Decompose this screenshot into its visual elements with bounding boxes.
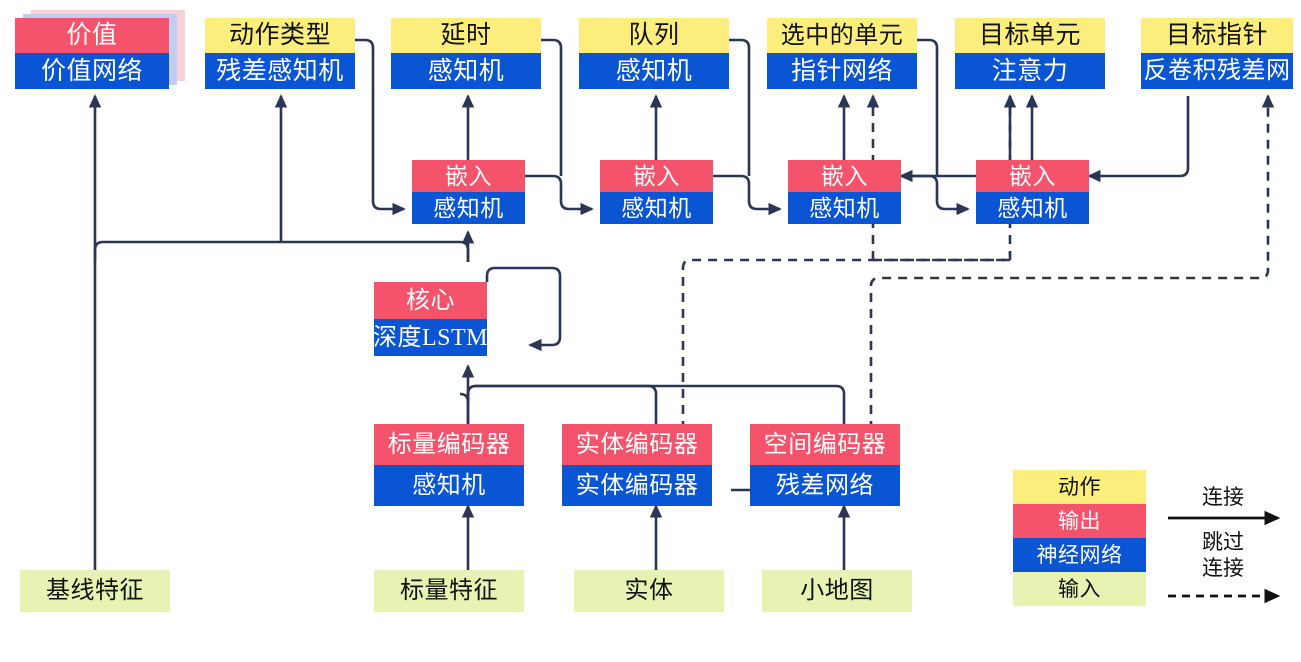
node-selected-units-bottom: 指针网络	[767, 53, 917, 89]
node-action-type-bottom: 残差感知机	[205, 53, 355, 89]
legend-skip-label-line1: 跳过	[1202, 530, 1244, 554]
node-core-bottom: 深度LSTM	[373, 319, 488, 356]
node-value-bottom: 价值网络	[15, 53, 169, 89]
node-spatial-encoder-top: 空间编码器	[750, 424, 900, 465]
node-scalar-encoder-bottom: 感知机	[374, 465, 524, 506]
node-spatial-encoder-bottom: 残差网络	[750, 465, 900, 506]
node-value[interactable]: 价值 价值网络	[15, 10, 185, 90]
node-queue-top: 队列	[579, 18, 729, 53]
node-queue-bottom: 感知机	[579, 53, 729, 89]
node-action-type-top: 动作类型	[205, 18, 355, 53]
legend-skip-label-line2: 连接	[1202, 556, 1244, 580]
node-embed-3-top: 嵌入	[788, 160, 901, 192]
node-embed-1-top: 嵌入	[412, 160, 525, 192]
node-entity-encoder-bottom: 实体编码器	[562, 465, 712, 506]
node-core-top: 核心	[374, 282, 487, 319]
legend-connection-label: 连接	[1202, 485, 1244, 509]
node-delay-bottom: 感知机	[391, 53, 541, 89]
node-embed-4[interactable]: 嵌入 感知机	[976, 160, 1089, 224]
node-scalar-encoder-top: 标量编码器	[374, 424, 524, 465]
node-embed-2-bottom: 感知机	[600, 192, 713, 224]
node-target-unit-bottom: 注意力	[955, 53, 1105, 89]
node-delay-top: 延时	[391, 18, 541, 53]
node-embed-1-bottom: 感知机	[412, 192, 525, 224]
node-spatial-encoder[interactable]: 空间编码器 残差网络	[750, 424, 900, 506]
node-baseline-features[interactable]: 基线特征	[20, 570, 170, 612]
node-selected-units-top: 选中的单元	[767, 18, 917, 53]
node-selected-units[interactable]: 选中的单元 指针网络	[767, 18, 917, 89]
legend: 动作 输出 神经网络 输入	[1013, 470, 1146, 606]
node-target-point-bottom: 反卷积残差网	[1141, 53, 1293, 89]
legend-band-input: 输入	[1013, 572, 1146, 606]
legend-band-action: 动作	[1013, 470, 1146, 504]
node-entity-encoder[interactable]: 实体编码器 实体编码器	[562, 424, 712, 506]
node-embed-1[interactable]: 嵌入 感知机	[412, 160, 525, 224]
node-embed-4-top: 嵌入	[976, 160, 1089, 192]
node-entities[interactable]: 实体	[574, 570, 724, 612]
node-target-point[interactable]: 目标指针 反卷积残差网	[1141, 18, 1293, 89]
node-core[interactable]: 核心 深度LSTM	[373, 282, 488, 356]
node-delay[interactable]: 延时 感知机	[391, 18, 541, 89]
node-target-point-top: 目标指针	[1141, 18, 1293, 53]
node-embed-3-bottom: 感知机	[788, 192, 901, 224]
node-value-top: 价值	[15, 18, 169, 53]
node-target-unit-top: 目标单元	[955, 18, 1105, 53]
node-minimap[interactable]: 小地图	[762, 570, 912, 612]
node-scalar-features[interactable]: 标量特征	[374, 570, 524, 612]
legend-band-output: 输出	[1013, 504, 1146, 538]
node-queue[interactable]: 队列 感知机	[579, 18, 729, 89]
node-scalar-encoder[interactable]: 标量编码器 感知机	[374, 424, 524, 506]
legend-band-neural-network: 神经网络	[1013, 538, 1146, 572]
node-action-type[interactable]: 动作类型 残差感知机	[205, 18, 355, 89]
node-target-unit[interactable]: 目标单元 注意力	[955, 18, 1105, 89]
node-embed-2-top: 嵌入	[600, 160, 713, 192]
node-embed-4-bottom: 感知机	[976, 192, 1089, 224]
node-embed-3[interactable]: 嵌入 感知机	[788, 160, 901, 224]
node-entity-encoder-top: 实体编码器	[562, 424, 712, 465]
node-embed-2[interactable]: 嵌入 感知机	[600, 160, 713, 224]
